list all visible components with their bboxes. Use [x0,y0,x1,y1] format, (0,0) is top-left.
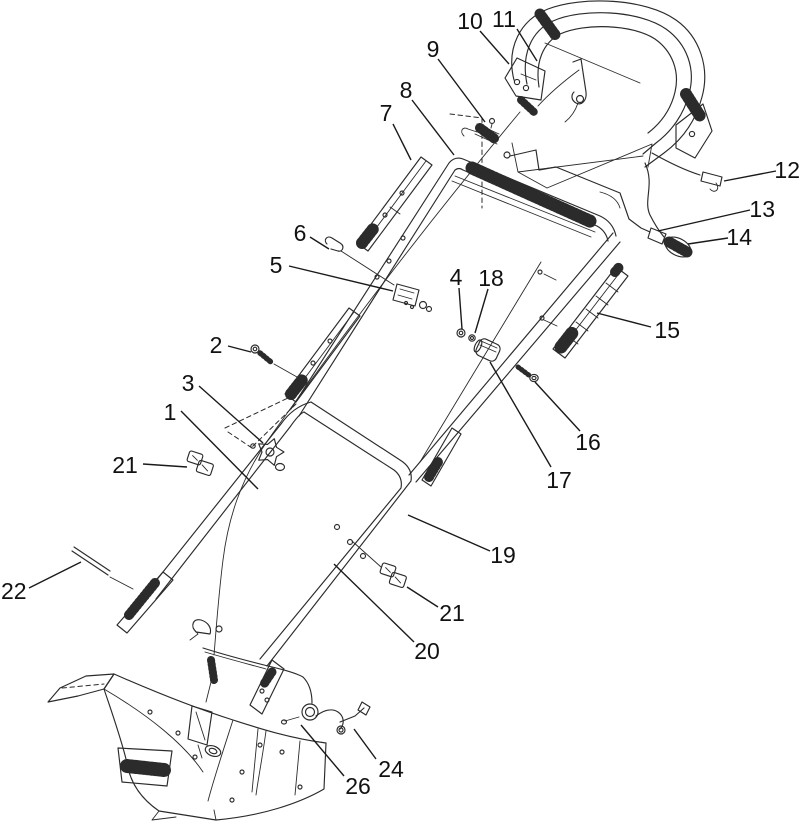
leader-line-c11 [516,28,538,62]
callout-c14: 14 [726,224,752,250]
bail-lever [571,58,587,105]
bracket-24 [315,709,344,730]
handle-cables [644,152,723,258]
callout-c26: 26 [345,773,371,799]
callout-c5: 5 [270,252,283,278]
bail-bar [544,42,641,84]
clamp-5 [392,283,433,313]
upper-handle-loop [504,0,713,189]
leader-line-c21a [142,463,188,468]
callout-c7: 7 [380,100,393,126]
callout-c19: 19 [490,542,516,568]
spring [461,117,500,145]
washer-4 [456,328,466,338]
callout-c20: 20 [414,638,440,664]
callout-c21a: 21 [112,452,138,478]
leader-line-c19 [407,514,491,552]
leader-line-c2 [227,345,252,353]
callout-c3: 3 [182,370,195,396]
crossbar-grip-hatch [465,161,599,229]
leader-line-c8 [411,99,455,156]
leader-line-c16 [534,381,581,432]
callout-c21b: 21 [439,600,465,626]
callout-c1: 1 [164,399,177,425]
rod-22 [71,546,134,590]
callout-c4: 4 [450,264,463,290]
star-knob-3 [250,438,286,472]
leader-line-c18 [474,288,489,334]
leader-line-c21b [406,586,439,608]
leader-line-c7 [392,123,412,161]
lower-handle-bracket-right [249,659,285,715]
leader-line-c20 [333,563,415,643]
rail-15 [552,261,629,359]
leader-line-c12 [723,170,777,182]
callout-c18: 18 [478,265,504,291]
callout-c10: 10 [457,8,483,34]
brake-rod [419,261,542,463]
leader-line-c22 [28,561,82,589]
grip-hatch-right [680,88,706,122]
leader-line-c1 [180,410,259,490]
grip-hatch-left [534,8,562,42]
leader-line-c14 [687,237,729,245]
bolt-2 [250,344,298,378]
callout-c13: 13 [749,196,775,222]
clip-6 [324,236,395,286]
upper-handle-section [290,157,621,483]
nut-18 [468,334,476,342]
callout-c9: 9 [427,36,440,62]
leader-line-c17 [489,361,552,468]
leader-line-c4 [458,287,463,330]
leader-line-c9 [437,58,486,123]
callout-c17: 17 [546,467,572,493]
z-rod [503,149,651,233]
rail-7b [284,307,361,403]
mower-deck [47,673,327,821]
rail-7 [356,156,433,252]
leader-line-c6 [309,236,330,250]
wire-harness [189,619,371,735]
callout-c2: 2 [210,332,223,358]
callout-c16: 16 [575,429,601,455]
leader-line-c15 [596,312,652,328]
callout-c15: 15 [654,317,680,343]
lower-handle-section [116,401,412,715]
cable-12 [651,152,701,176]
callout-c8: 8 [400,77,413,103]
callout-c11: 11 [492,6,516,32]
screw-26 [284,716,300,722]
cable-clamp-21a [186,450,214,477]
knob-17 [473,338,501,362]
leader-line-c3 [198,385,264,444]
callout-c22: 22 [1,578,27,604]
leader-line-c13 [657,209,751,232]
bolt-16 [515,364,539,383]
leader-line-c10 [479,30,510,65]
leader-line-c26 [300,724,345,777]
callout-c6: 6 [294,220,307,246]
cable-13 [644,162,665,238]
leg-bracket [421,427,462,487]
callout-c24: 24 [378,756,404,782]
callout-c12: 12 [774,157,800,183]
leader-line-c5 [288,265,394,292]
cable-clamp-21b [379,562,407,589]
leader-line-c24 [353,728,377,760]
